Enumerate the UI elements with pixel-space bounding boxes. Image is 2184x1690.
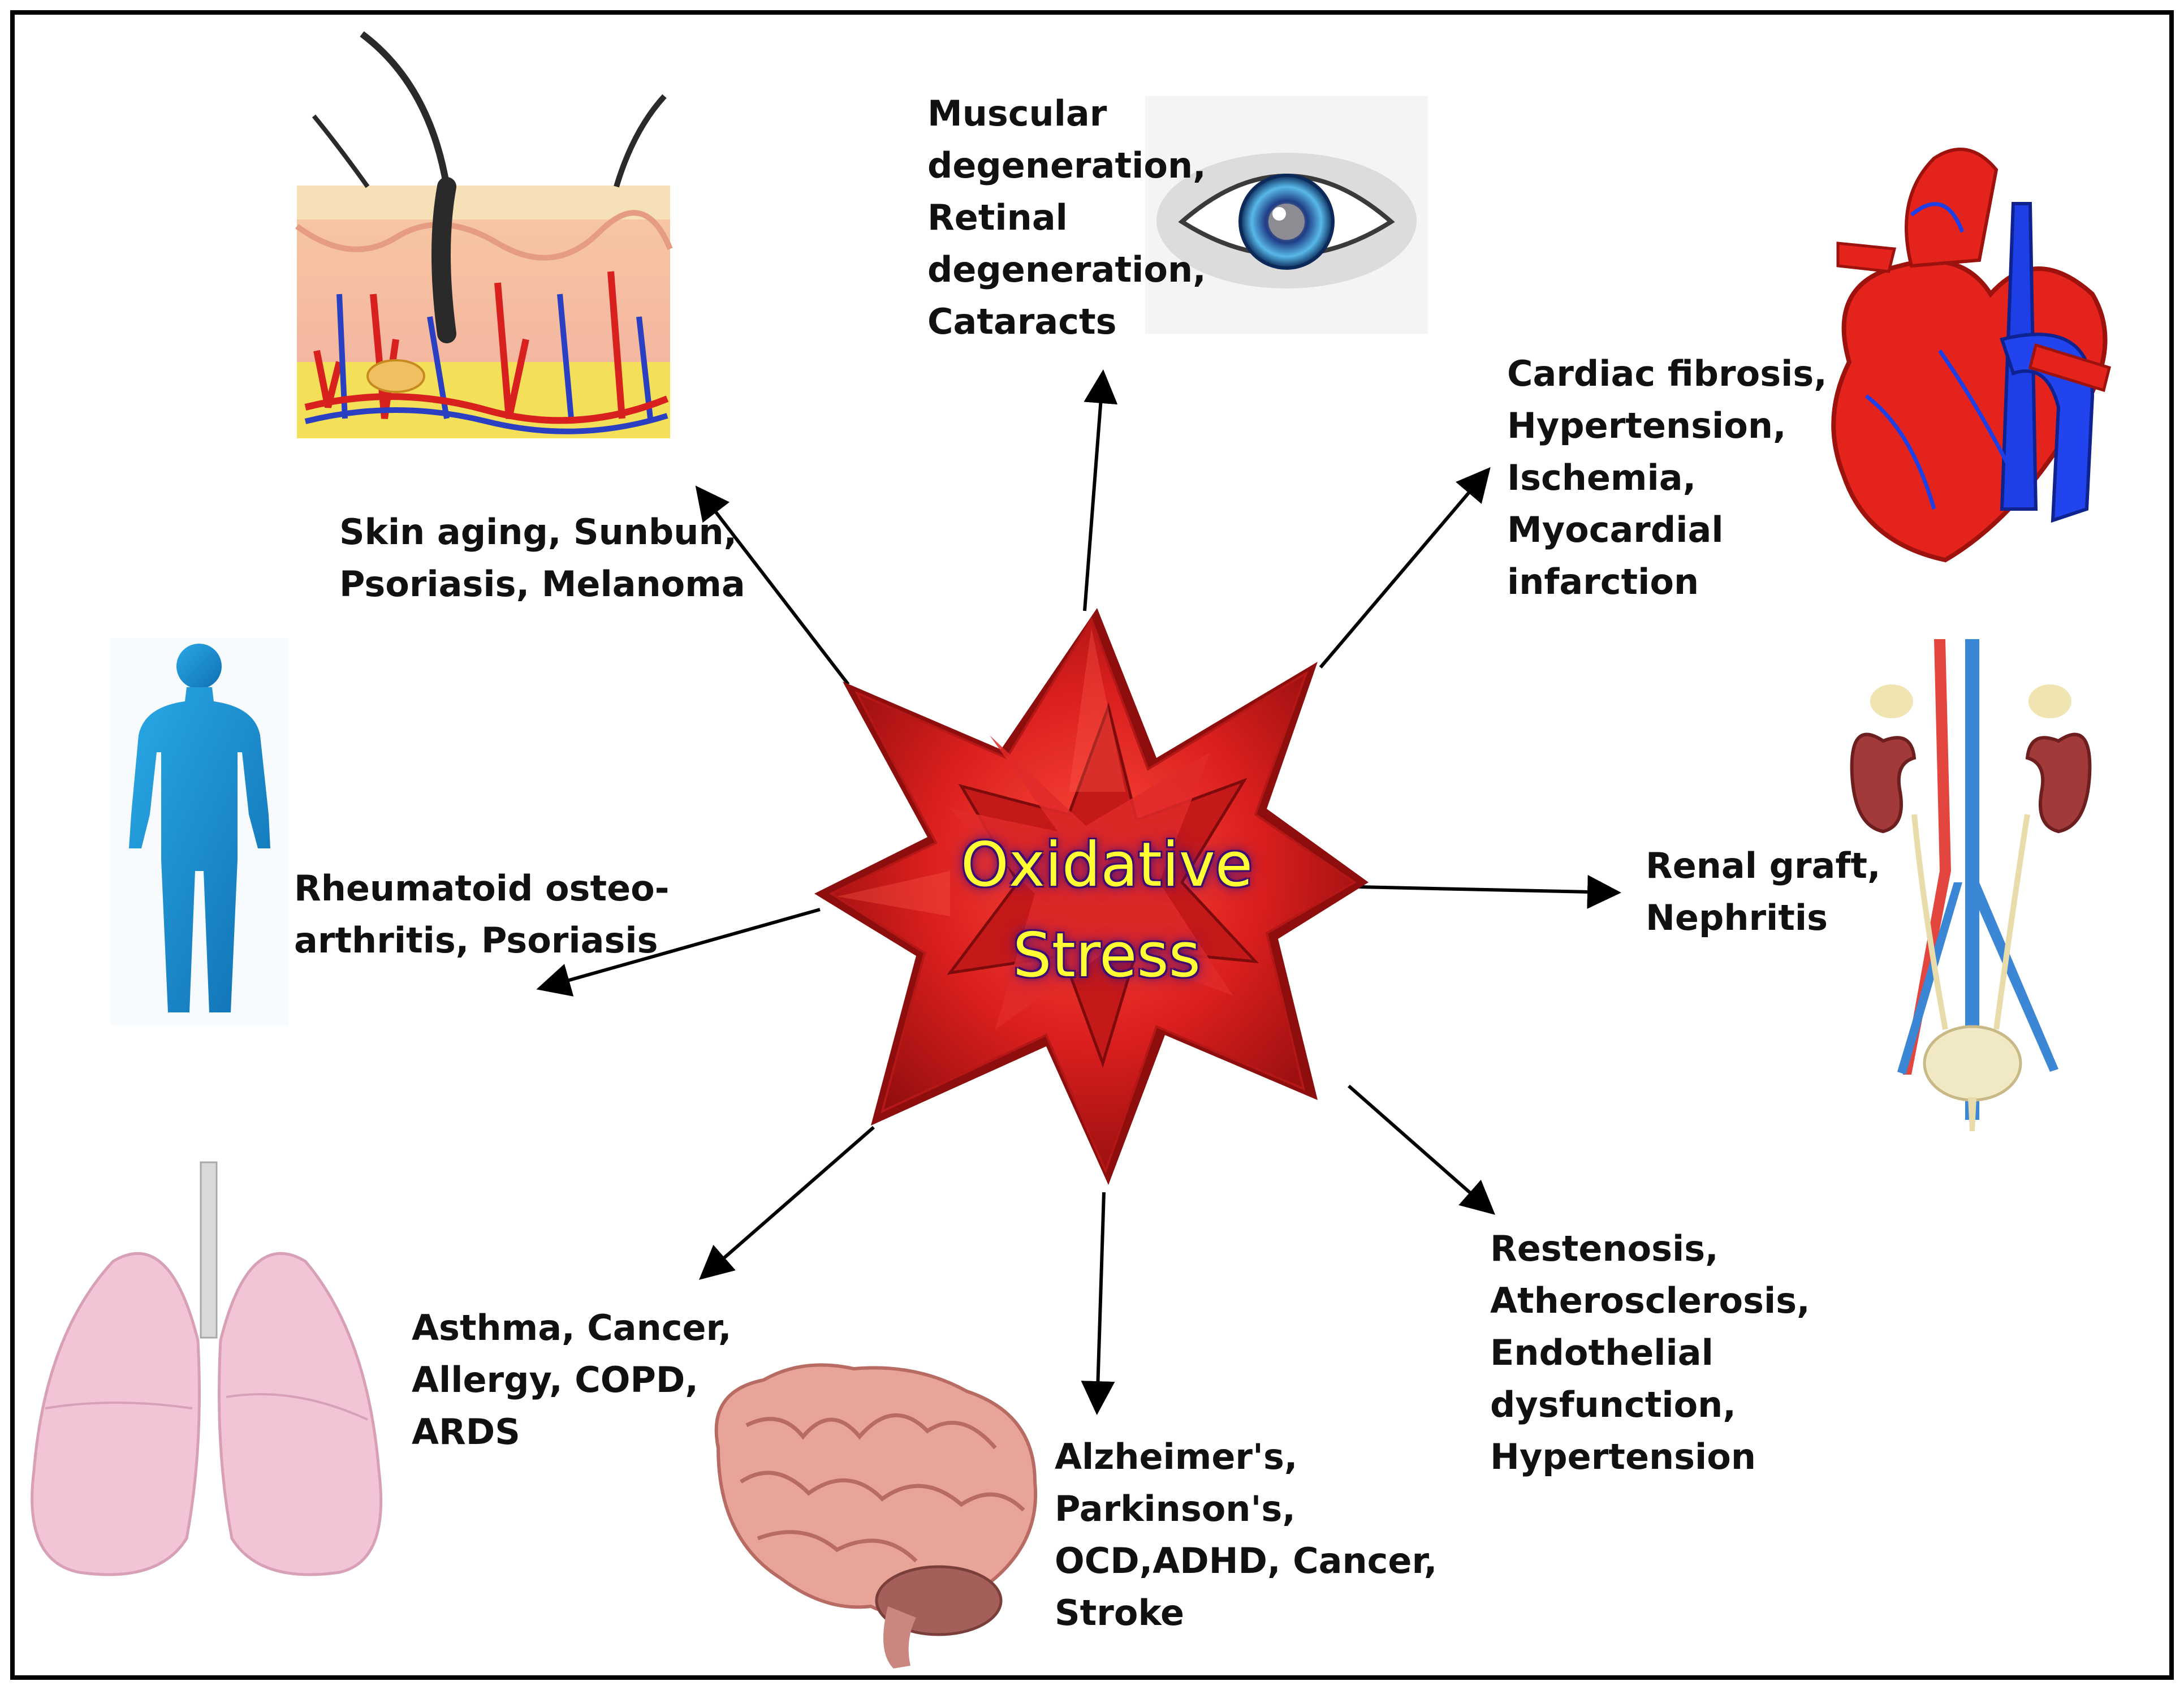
label-eye-line: degeneration,	[927, 249, 1206, 290]
label-lungs-line: ARDS	[412, 1411, 520, 1452]
arrow-to-lungs	[698, 1126, 875, 1280]
label-body-line: Rheumatoid osteo-	[294, 868, 670, 909]
arrow-to-eye	[1083, 369, 1118, 611]
label-heart-line: Hypertension,	[1507, 405, 1786, 446]
label-eye-line: Retinal	[927, 197, 1068, 238]
label-eye-line: degeneration,	[927, 145, 1206, 186]
arrow-to-brain	[1081, 1192, 1115, 1415]
arrow-to-body	[536, 908, 821, 997]
label-vessels-line: Atherosclerosis,	[1490, 1280, 1810, 1321]
arrows	[536, 369, 1621, 1415]
label-skin: Skin aging, Sunbun, Psoriasis, Melanoma	[339, 506, 745, 610]
label-brain-line: Parkinson's,	[1055, 1488, 1296, 1529]
label-skin-line: Psoriasis, Melanoma	[339, 563, 745, 605]
label-heart-line: Cardiac fibrosis,	[1507, 353, 1827, 394]
brain-icon	[714, 1363, 1038, 1669]
label-heart-line: Ischemia,	[1507, 457, 1697, 498]
label-vessels-line: Restenosis,	[1490, 1228, 1719, 1269]
human-body-icon	[110, 638, 288, 1025]
arrow-to-vessels	[1348, 1084, 1496, 1215]
arrow-to-skin	[695, 485, 850, 686]
label-eye: Muscular degeneration, Retinal degenerat…	[927, 88, 1206, 348]
center-title-line1: Oxidative	[960, 830, 1253, 900]
center-title-line2: Stress	[1013, 920, 1201, 991]
oxidative-stress-star-icon	[814, 608, 1369, 1185]
arrow-to-kidney	[1357, 874, 1621, 909]
outer-frame	[10, 10, 2174, 1680]
label-kidney: Renal graft, Nephritis	[1646, 840, 1881, 944]
label-heart: Cardiac fibrosis, Hypertension, Ischemia…	[1507, 348, 1827, 608]
label-body-line: arthritis, Psoriasis	[294, 920, 658, 961]
label-vessels-line: Endothelial	[1490, 1332, 1713, 1373]
label-skin-line: Skin aging, Sunbun,	[339, 511, 737, 553]
skin-layers-icon	[295, 31, 673, 438]
label-vessels-line: Hypertension	[1490, 1436, 1756, 1477]
label-eye-line: Muscular	[927, 93, 1107, 134]
label-eye-line: Cataracts	[927, 301, 1117, 342]
label-kidney-line: Nephritis	[1646, 897, 1828, 938]
label-lungs-line: Allergy, COPD,	[412, 1359, 698, 1400]
label-lungs: Asthma, Cancer, Allergy, COPD, ARDS	[412, 1302, 732, 1458]
label-heart-line: infarction	[1507, 561, 1699, 602]
heart-icon	[1831, 148, 2112, 563]
kidney-icon	[1850, 639, 2092, 1131]
label-vessels: Restenosis, Atherosclerosis, Endothelial…	[1490, 1223, 1810, 1483]
label-lungs-line: Asthma, Cancer,	[412, 1307, 732, 1348]
label-body: Rheumatoid osteo- arthritis, Psoriasis	[294, 863, 669, 967]
label-brain-line: Alzheimer's,	[1055, 1436, 1298, 1477]
label-kidney-line: Renal graft,	[1646, 845, 1881, 886]
label-heart-line: Myocardial	[1507, 509, 1724, 550]
label-brain: Alzheimer's, Parkinson's, OCD,ADHD, Canc…	[1055, 1431, 1437, 1639]
arrow-to-heart	[1319, 467, 1491, 669]
eye-icon	[1145, 96, 1428, 334]
label-brain-line: OCD,ADHD, Cancer,	[1055, 1540, 1438, 1581]
lungs-icon	[31, 1161, 383, 1576]
label-vessels-line: dysfunction,	[1490, 1384, 1736, 1425]
center-title: Oxidative Stress	[880, 820, 1333, 1001]
label-brain-line: Stroke	[1055, 1592, 1185, 1633]
